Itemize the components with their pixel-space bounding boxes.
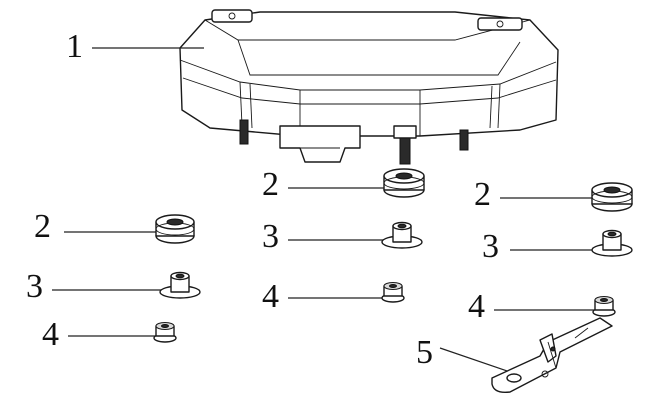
mounting-bracket: [491, 317, 613, 394]
grommet-left: [155, 214, 195, 244]
callout-2-left: 2: [34, 208, 51, 245]
bushing-mid: [381, 221, 423, 249]
callout-4-left: 4: [42, 316, 59, 353]
leader-lines: [52, 47, 600, 375]
grommet-right: [591, 182, 633, 212]
callout-2-right: 2: [474, 176, 491, 213]
nut-right: [592, 296, 616, 317]
callout-4-mid: 4: [262, 278, 279, 315]
bushing-left: [159, 271, 201, 299]
callout-3-left: 3: [26, 268, 43, 305]
callout-4-right: 4: [468, 288, 485, 325]
callout-2-mid: 2: [262, 166, 279, 203]
nut-mid: [381, 282, 405, 303]
callout-3-right: 3: [482, 228, 499, 265]
nut-left: [153, 322, 177, 343]
callout-1: 1: [66, 28, 83, 65]
callout-3-mid: 3: [262, 218, 279, 255]
leader-5: [439, 347, 517, 375]
bushing-right: [591, 229, 633, 257]
callout-5: 5: [416, 334, 433, 371]
instrument-cluster: [179, 9, 559, 165]
grommet-mid: [383, 168, 425, 198]
